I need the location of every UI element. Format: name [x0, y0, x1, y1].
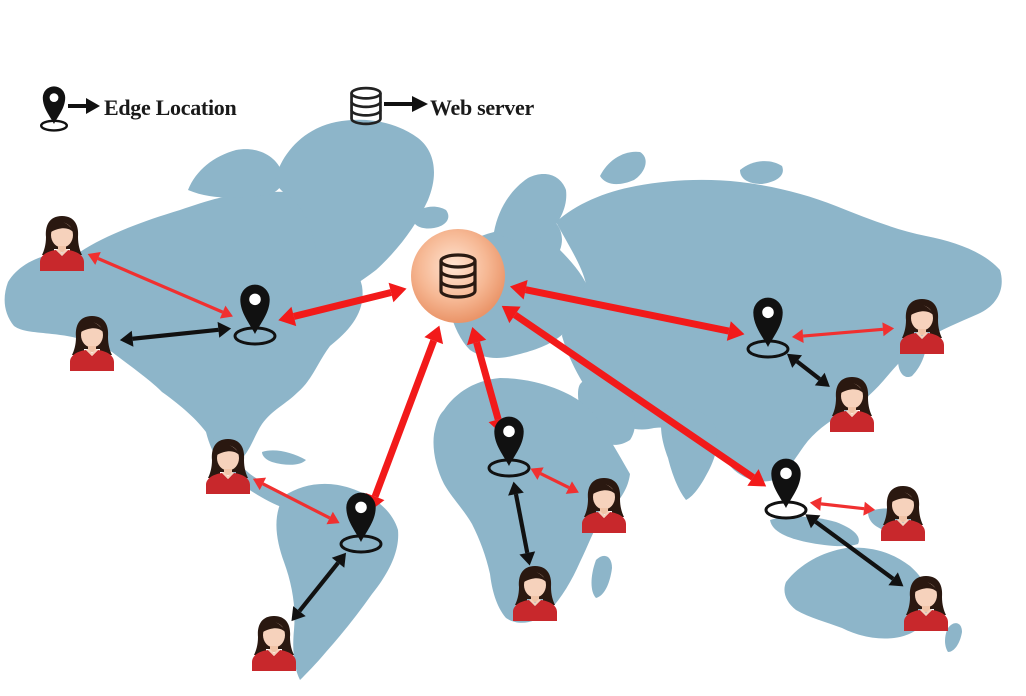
legend-edge-location: Edge Location	[32, 84, 237, 132]
server-link-south-america	[365, 325, 444, 512]
edge-location-north-america	[233, 284, 277, 346]
map-pin-icon	[494, 416, 524, 466]
map-pin-icon	[42, 86, 66, 124]
map-pin-icon	[346, 492, 376, 542]
new-zealand	[945, 623, 962, 652]
user-icon	[252, 616, 296, 671]
user-icon	[881, 486, 925, 541]
user-link-user-1	[87, 252, 233, 319]
user-link-user-4	[291, 552, 347, 622]
greenland	[275, 119, 434, 296]
web-server-node	[411, 229, 505, 323]
scandinavia	[494, 174, 567, 241]
user-4	[252, 616, 296, 671]
user-icon	[40, 216, 84, 271]
users	[40, 216, 948, 671]
database-icon	[350, 86, 382, 126]
africa	[433, 378, 630, 623]
australia	[784, 547, 932, 639]
edge-location-africa	[487, 416, 531, 478]
user-links	[87, 252, 904, 622]
legend-web-server: Web server	[344, 84, 534, 132]
user-icon	[900, 299, 944, 354]
user-icon	[582, 478, 626, 533]
novaya-zemlya	[600, 151, 646, 185]
edge-location-south-america	[339, 492, 383, 554]
india	[661, 407, 718, 500]
user-link-user-7	[791, 322, 895, 344]
user-1	[40, 216, 84, 271]
user-6	[513, 566, 557, 621]
server-link-asia	[509, 279, 745, 341]
user-link-user-9	[809, 496, 876, 516]
user-2	[70, 316, 114, 371]
user-link-user-8	[786, 353, 830, 387]
siberian-islands	[740, 161, 783, 184]
user-8	[830, 377, 874, 432]
map-pin-icon	[753, 297, 783, 347]
south-america	[276, 483, 399, 680]
map-pin-icon	[240, 284, 270, 334]
user-icon	[830, 377, 874, 432]
server-link-north-america	[278, 282, 407, 327]
user-icon	[206, 439, 250, 494]
user-7	[900, 299, 944, 354]
asia	[556, 179, 1002, 482]
user-icon	[513, 566, 557, 621]
user-icon	[904, 576, 948, 631]
map-pin-icon	[771, 458, 801, 508]
user-link-user-6	[508, 481, 536, 566]
legend-edge-symbol	[39, 86, 100, 132]
legend-web-symbol	[350, 86, 428, 126]
user-5	[582, 478, 626, 533]
madagascar	[591, 555, 612, 598]
user-link-user-3	[252, 477, 340, 525]
legend-edge-label: Edge Location	[104, 95, 237, 120]
arctic-islands	[188, 149, 283, 198]
edge-location-southeast-asia	[764, 458, 808, 520]
user-10	[904, 576, 948, 631]
caribbean	[262, 450, 306, 465]
user-9	[881, 486, 925, 541]
user-link-user-10	[805, 514, 904, 587]
edge-location-asia	[746, 297, 790, 359]
server-link-southeast-asia	[501, 305, 767, 487]
user-3	[206, 439, 250, 494]
user-icon	[70, 316, 114, 371]
edge-locations	[233, 284, 808, 554]
user-link-user-5	[530, 467, 579, 494]
iceland	[412, 206, 449, 229]
legend-web-label: Web server	[430, 95, 534, 120]
user-link-user-2	[119, 321, 232, 347]
